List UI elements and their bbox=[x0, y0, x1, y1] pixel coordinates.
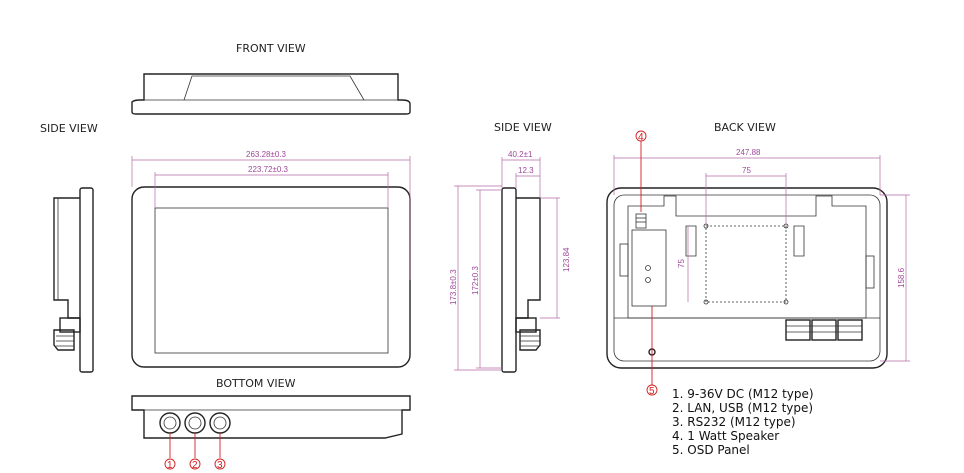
legend-item: 1. 9-36V DC (M12 type) bbox=[672, 387, 814, 401]
legend-item: 5. OSD Panel bbox=[672, 443, 750, 457]
side-view-right-label: SIDE VIEW bbox=[494, 121, 552, 134]
legend-item: 2. LAN, USB (M12 type) bbox=[672, 401, 813, 415]
callout-3: 3 bbox=[217, 460, 223, 471]
front-view-label: FRONT VIEW bbox=[236, 42, 306, 55]
legend: 1. 9-36V DC (M12 type) 2. LAN, USB (M12 … bbox=[672, 387, 814, 457]
bottom-view-drawing bbox=[131, 395, 411, 470]
callout-2: 2 bbox=[192, 460, 198, 471]
dim-side-height: 123.84 bbox=[562, 247, 571, 272]
side-view-left-drawing bbox=[53, 187, 94, 373]
dim-vesa-width: 75 bbox=[742, 166, 751, 175]
dim-depth-part: 12.3 bbox=[518, 166, 534, 175]
callout-5: 5 bbox=[649, 386, 655, 397]
callout-4: 4 bbox=[638, 132, 644, 143]
legend-item: 3. RS232 (M12 type) bbox=[672, 415, 796, 429]
bottom-view-label: BOTTOM VIEW bbox=[216, 377, 296, 390]
dim-inner-width: 223.72±0.3 bbox=[248, 165, 289, 174]
dim-outer-height: 173.8±0.3 bbox=[449, 269, 458, 305]
dim-depth-total: 40.2±1 bbox=[508, 150, 533, 159]
dim-back-width: 247.88 bbox=[736, 148, 761, 157]
front-view-drawing bbox=[131, 73, 411, 115]
front-panel-drawing bbox=[131, 156, 411, 368]
dim-inner-height: 172±0.3 bbox=[471, 266, 480, 295]
side-view-right-drawing bbox=[454, 157, 560, 373]
back-view-drawing bbox=[606, 130, 910, 396]
legend-item: 4. 1 Watt Speaker bbox=[672, 429, 779, 443]
callout-1: 1 bbox=[167, 460, 173, 471]
back-view-label: BACK VIEW bbox=[714, 121, 776, 134]
dim-vesa-height: 75 bbox=[677, 259, 686, 268]
dim-outer-width: 263.28±0.3 bbox=[246, 150, 287, 159]
side-view-left-label: SIDE VIEW bbox=[40, 122, 98, 135]
dim-back-height: 158.6 bbox=[897, 267, 906, 288]
